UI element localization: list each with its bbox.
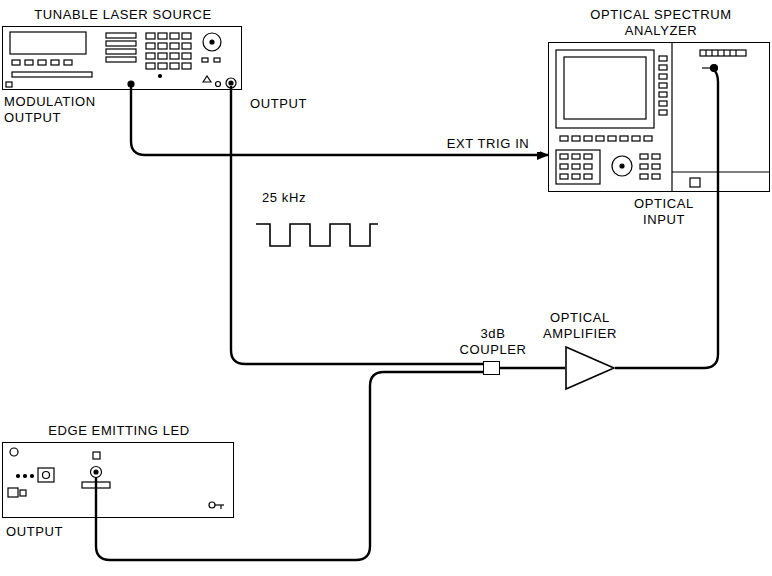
signal-label: EXT TRIG IN <box>436 136 540 152</box>
fiber-cable <box>96 372 483 560</box>
laser-instrument: TUNABLE LASER SOURCE <box>2 26 242 90</box>
led-panel <box>8 448 224 518</box>
coupler-box: 3dB COUPLER <box>483 361 500 375</box>
port-label: OPTICAL INPUT <box>628 196 700 228</box>
instrument-heading: OPTICAL AMPLIFIER <box>535 310 625 342</box>
fiber-cable <box>500 367 565 369</box>
port-label: OUTPUT <box>6 524 86 540</box>
led-instrument: EDGE EMITTING LED <box>2 442 234 518</box>
amplifier-outline <box>565 346 615 390</box>
analyzer-panel <box>556 42 770 192</box>
fiber-cable <box>615 192 718 368</box>
trigger-cable <box>131 90 548 155</box>
analyzer-instrument: OPTICAL SPECTRUM ANALYZER <box>548 42 770 192</box>
laser-panel <box>6 32 236 90</box>
fiber-cable <box>231 90 483 364</box>
instrument-heading: TUNABLE LASER SOURCE <box>3 7 243 23</box>
square-wave <box>256 224 378 246</box>
frequency-label: 25 kHz <box>262 190 342 206</box>
instrument-heading: OPTICAL SPECTRUM ANALYZER <box>586 7 736 39</box>
port-label: OUTPUT <box>250 96 330 112</box>
amplifier-shape <box>566 347 614 389</box>
instrument-heading: 3dB COUPLER <box>458 326 528 358</box>
port-label: MODULATION OUTPUT <box>4 94 104 126</box>
instrument-heading: EDGE EMITTING LED <box>3 423 235 439</box>
amplifier-triangle: OPTICAL AMPLIFIER <box>565 346 615 390</box>
